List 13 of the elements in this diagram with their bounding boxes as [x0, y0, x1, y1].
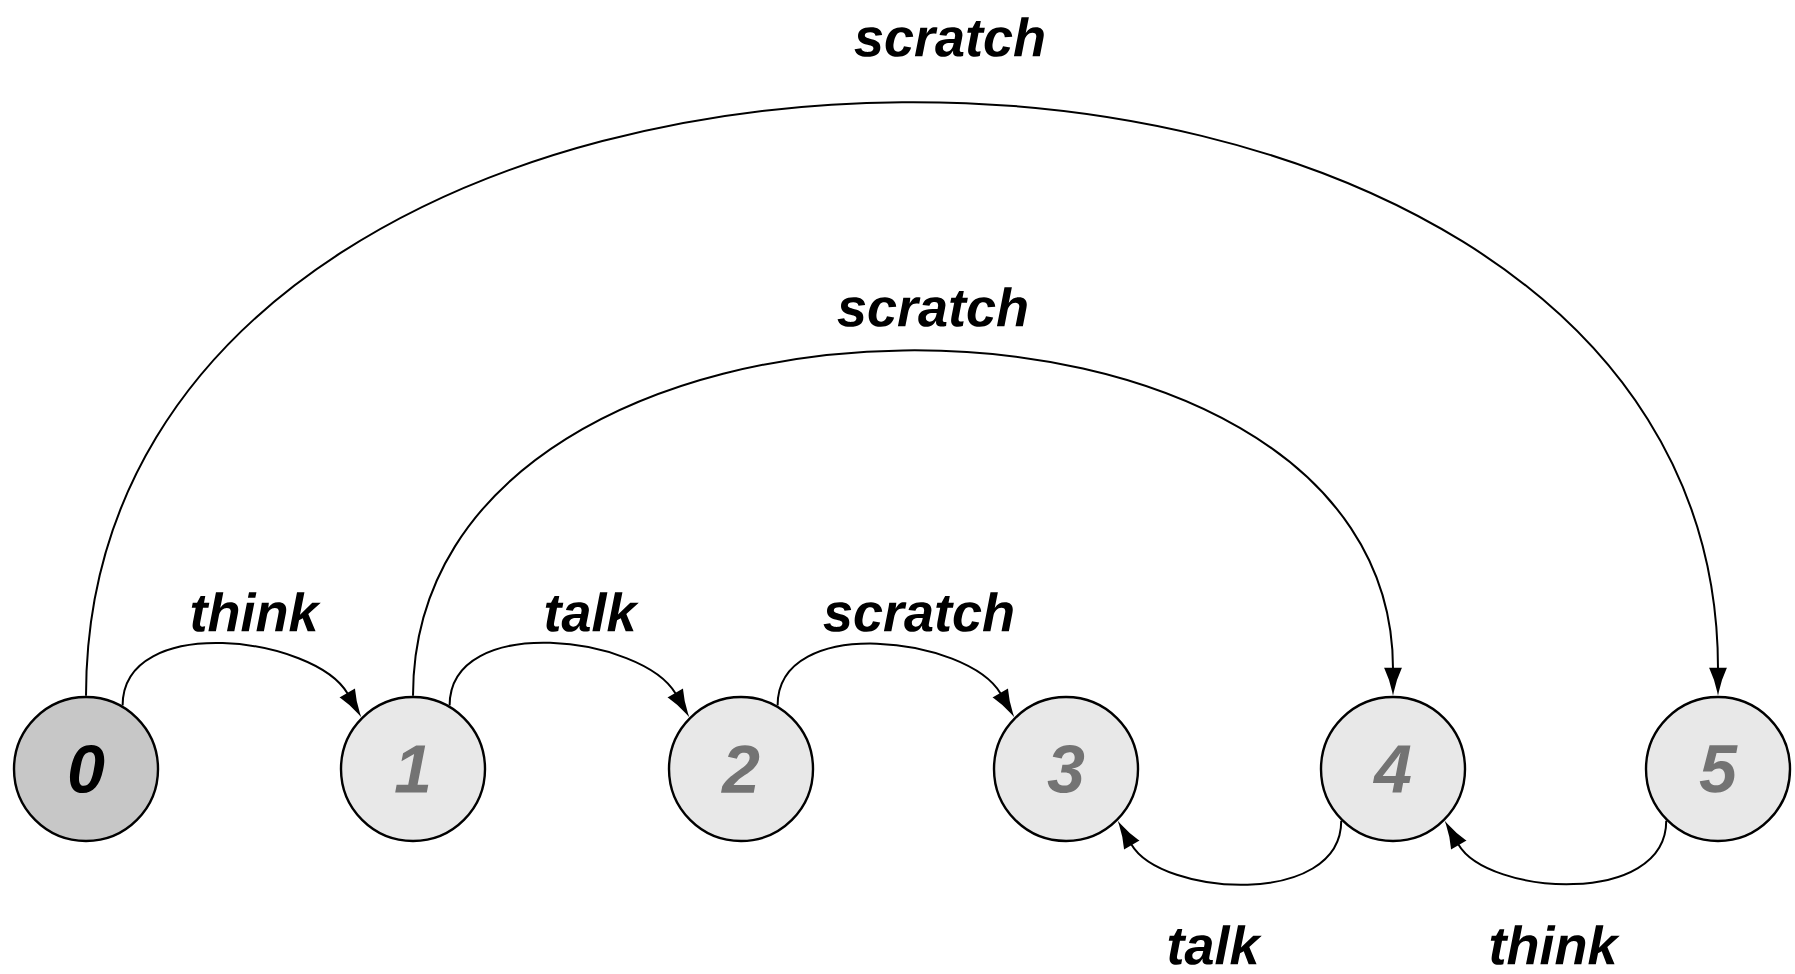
edge-label: think — [1484, 921, 1622, 969]
edge-label: scratch — [818, 588, 1020, 636]
edge-label: think — [185, 588, 323, 636]
arrow — [412, 349, 1402, 697]
edge-label: scratch — [849, 13, 1051, 61]
arrow — [448, 641, 688, 715]
edge-label: talk — [539, 588, 641, 636]
edge-label: talk — [1162, 921, 1264, 969]
arrow — [1446, 819, 1668, 886]
edge-label: scratch — [832, 283, 1034, 331]
arrow — [1119, 819, 1343, 886]
arrow — [776, 642, 1013, 715]
arrow — [121, 642, 360, 715]
